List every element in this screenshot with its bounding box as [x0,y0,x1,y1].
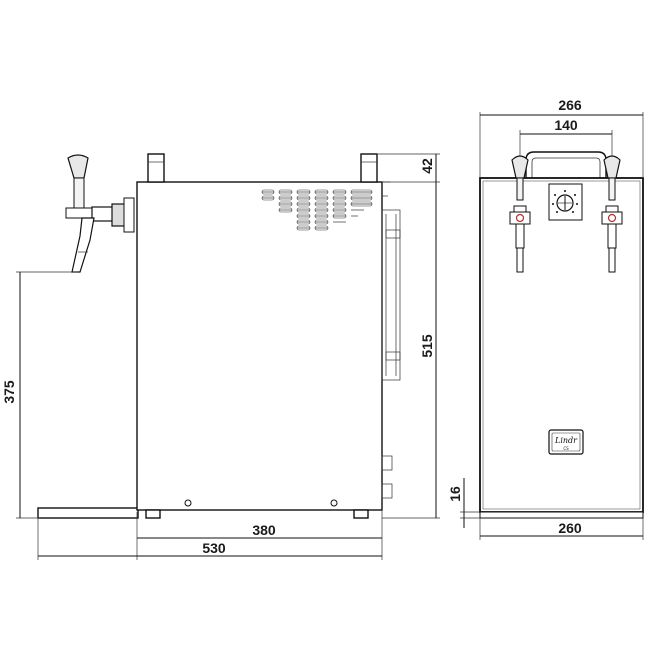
screw-right [330,499,338,507]
side-foot-front [145,509,161,519]
dim-label-front-feet-height: 16 [447,486,463,502]
vent-grille [262,191,372,229]
front-tap-left [509,155,531,273]
brand-logo: Lindr CS [548,429,584,455]
front-body [479,177,644,513]
dim-side-height: 42 515 [378,153,440,519]
dim-label-front-total-width: 266 [558,97,582,113]
dim-label-front-tap-spacing: 140 [554,117,578,133]
dim-front-feet-height: 16 [447,478,480,528]
dim-label-body-depth: 380 [252,522,276,538]
front-feet [479,511,644,519]
rear-connectors [381,455,393,499]
side-foot-back [353,509,369,519]
drip-tray [37,507,139,519]
dim-label-tap-height: 375 [1,380,17,404]
dim-front-body-width: 260 [479,518,644,540]
top-handles [147,153,378,183]
dim-side-depth: 380 530 [37,510,383,560]
screw-left [184,499,192,507]
side-view: 375 380 530 42 515 [1,153,440,560]
dim-front-tap-spacing: 140 [519,117,613,156]
thermostat-knob-icon [548,183,583,221]
front-view: Lindr CS 266 140 260 1 [447,97,644,540]
rear-condenser [381,181,401,381]
dim-tap-height: 375 [1,271,78,519]
brand-logo-subtext: CS [563,446,569,451]
front-carry-handle [525,151,607,178]
dim-front-total-width: 266 [479,97,644,178]
beer-tap-icon [65,154,135,273]
front-tap-right [601,155,623,273]
brand-logo-text: Lindr [554,436,578,445]
dim-label-handle-height: 42 [419,158,435,174]
dim-label-total-depth: 530 [202,540,226,556]
dim-label-body-height: 515 [419,334,435,358]
vent-grille-slots [261,189,373,231]
dim-label-front-body-width: 260 [558,520,582,536]
side-body [136,181,383,511]
